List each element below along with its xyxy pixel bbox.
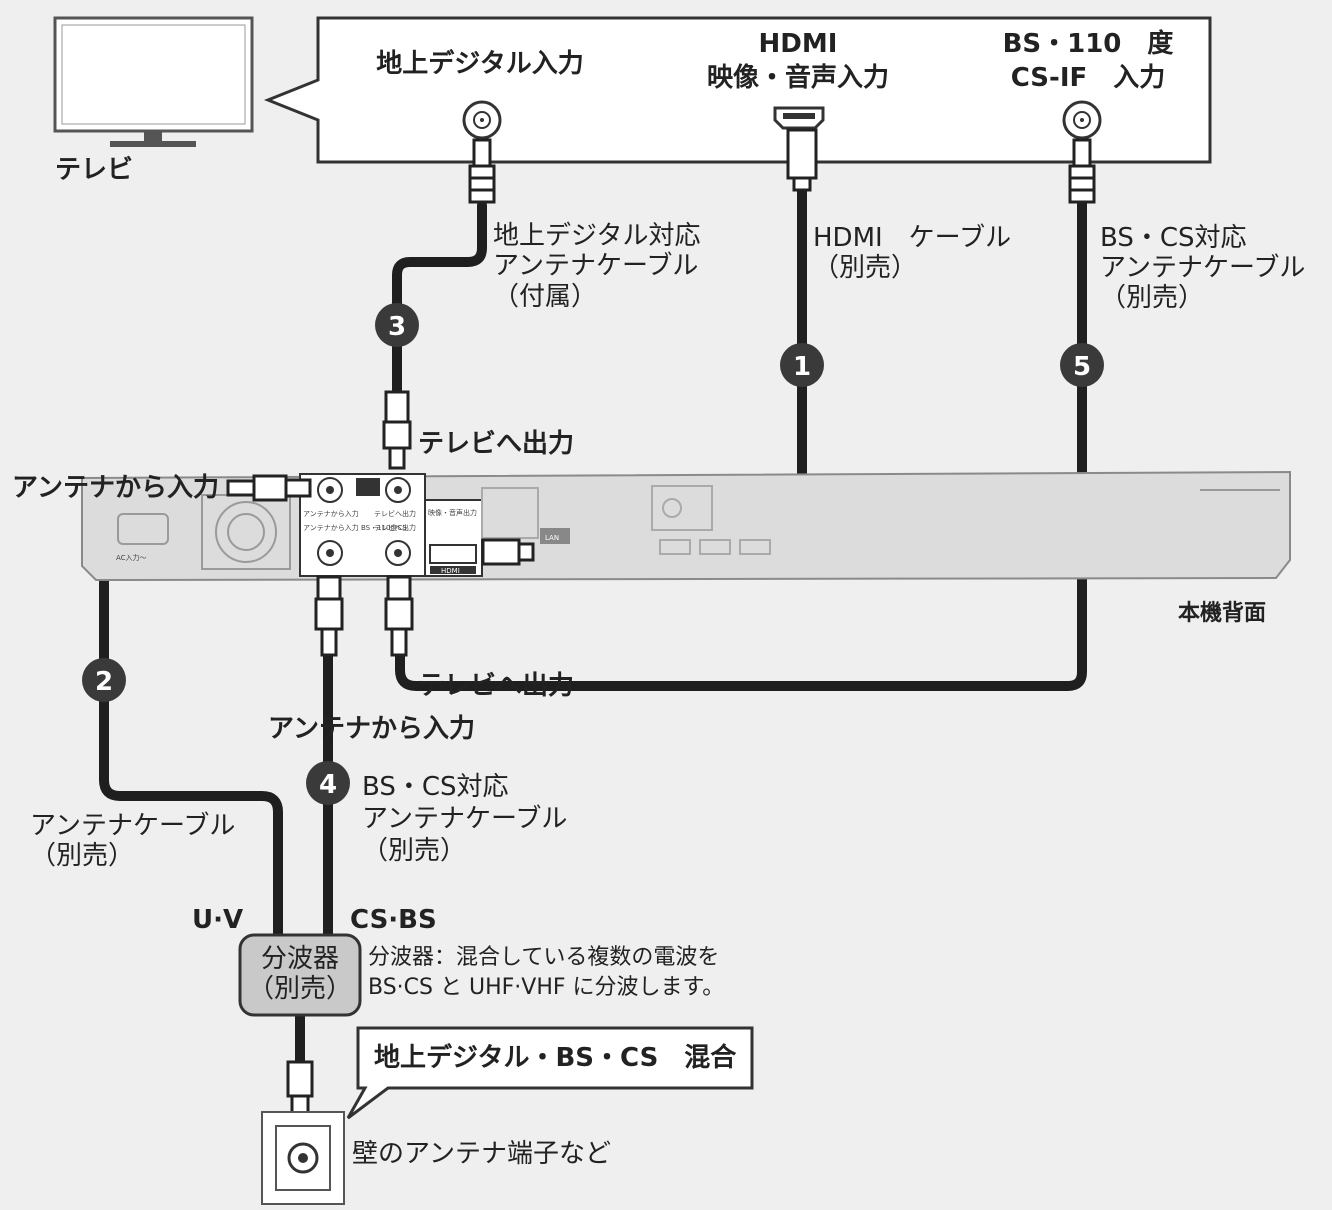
out-to-tv-bottom-label: テレビへ出力 <box>418 671 574 701</box>
tv-terrestrial-jack-icon <box>462 100 502 140</box>
bscs-cable-top-line2: アンテナケーブル <box>1100 253 1305 283</box>
terrestrial-cable-line1: 地上デジタル対応 <box>493 221 700 251</box>
rear-label: 本機背面 <box>1178 601 1266 626</box>
svg-text:1: 1 <box>793 352 811 382</box>
splitter-csbs-label: CS·BS <box>350 905 437 935</box>
splitter-uv-label: U·V <box>192 905 243 935</box>
panel-tv-out2-label: テレビへ出力 <box>374 523 416 532</box>
tv-label: テレビ <box>55 155 133 185</box>
bscs-cable-bottom-line2: アンテナケーブル <box>362 804 567 834</box>
bscs-cable-top-line3: （別売） <box>1100 283 1204 313</box>
bscs-cable-bottom-line1: BS・CS対応 <box>362 772 509 802</box>
step-badge-4: 4 <box>306 761 350 805</box>
recorder-body: AC入力〜 アンテナから入力 テレビへ出力 アンテナから入力 BS・110度CS… <box>81 470 1291 582</box>
ac-input-label: AC入力〜 <box>116 553 147 562</box>
wall-outlet-label: 壁のアンテナ端子など <box>352 1139 611 1169</box>
step-badge-2: 2 <box>82 658 126 702</box>
cable-bscs-tv <box>395 195 1087 691</box>
tv-hdmi-title: HDMI <box>759 29 838 59</box>
recorder-bottom-plugs-icon <box>314 575 414 657</box>
panel-bscs-in-label: アンテナから入力 BS・110度CS <box>303 523 407 532</box>
terrestrial-cable-line2: アンテナケーブル <box>493 251 698 281</box>
mix-callout <box>346 1026 754 1120</box>
panel-hdmi-head-label: 映像・音声出力 <box>428 508 477 517</box>
splitter-desc-line1: 分波器：混合している複数の電波を <box>368 945 719 970</box>
splitter-name-line2: （別売） <box>248 974 352 1004</box>
svg-text:4: 4 <box>319 770 337 800</box>
tv-icon <box>53 16 254 147</box>
out-to-tv-top-label: テレビへ出力 <box>418 429 574 459</box>
terrestrial-cable-line3: （付属） <box>493 282 597 312</box>
hdmi-cable-line1: HDMI ケーブル <box>813 223 1011 253</box>
panel-tv-out-label: テレビへ出力 <box>374 509 416 518</box>
in-from-antenna-bottom-label: アンテナから入力 <box>268 714 475 744</box>
step-badge-3: 3 <box>375 303 419 347</box>
svg-text:2: 2 <box>95 667 113 697</box>
splitter-desc-line2: BS·CS と UHF·VHF に分波します。 <box>368 975 724 1000</box>
tv-bs-jack-icon <box>1062 100 1102 140</box>
svg-text:3: 3 <box>388 312 406 342</box>
tv-hdmi-sub: 映像・音声入力 <box>707 62 889 93</box>
step-badge-5: 5 <box>1060 343 1104 387</box>
antenna-cable-line2: （別売） <box>30 841 134 871</box>
hdmi-cable-line2: （別売） <box>813 253 917 283</box>
splitter-box <box>238 933 362 1017</box>
tv-bs-line2: CS-IF 入力 <box>1011 63 1166 93</box>
bscs-cable-top-line1: BS・CS対応 <box>1100 223 1247 253</box>
svg-text:5: 5 <box>1073 352 1091 382</box>
recorder-hdmi-plug-icon <box>481 538 535 566</box>
panel-hdmi-label: HDMI <box>441 567 460 575</box>
splitter-name-line1: 分波器 <box>261 944 339 974</box>
in-from-antenna-left-label: アンテナから入力 <box>12 473 219 503</box>
cable-terrestrial <box>392 200 487 397</box>
wall-outlet-icon <box>261 1111 345 1205</box>
wall-plug-icon <box>286 1060 314 1120</box>
plug-icons <box>382 128 1096 470</box>
tv-bs-line1: BS・110 度 <box>1003 28 1174 59</box>
panel-ant-in-label: アンテナから入力 <box>303 509 359 518</box>
mix-label: 地上デジタル・BS・CS 混合 <box>374 1042 737 1073</box>
panel-lan-label: LAN <box>545 534 559 542</box>
tv-hdmi-port-icon <box>773 106 825 130</box>
antenna-cable-line1: アンテナケーブル <box>30 811 235 841</box>
recorder-antenna-plug-icon <box>226 474 312 502</box>
tv-terrestrial-input-label: 地上デジタル入力 <box>376 48 583 79</box>
tv-panel-callout <box>263 16 1212 164</box>
step-badge-1: 1 <box>780 343 824 387</box>
bscs-cable-bottom-line3: （別売） <box>362 836 466 866</box>
